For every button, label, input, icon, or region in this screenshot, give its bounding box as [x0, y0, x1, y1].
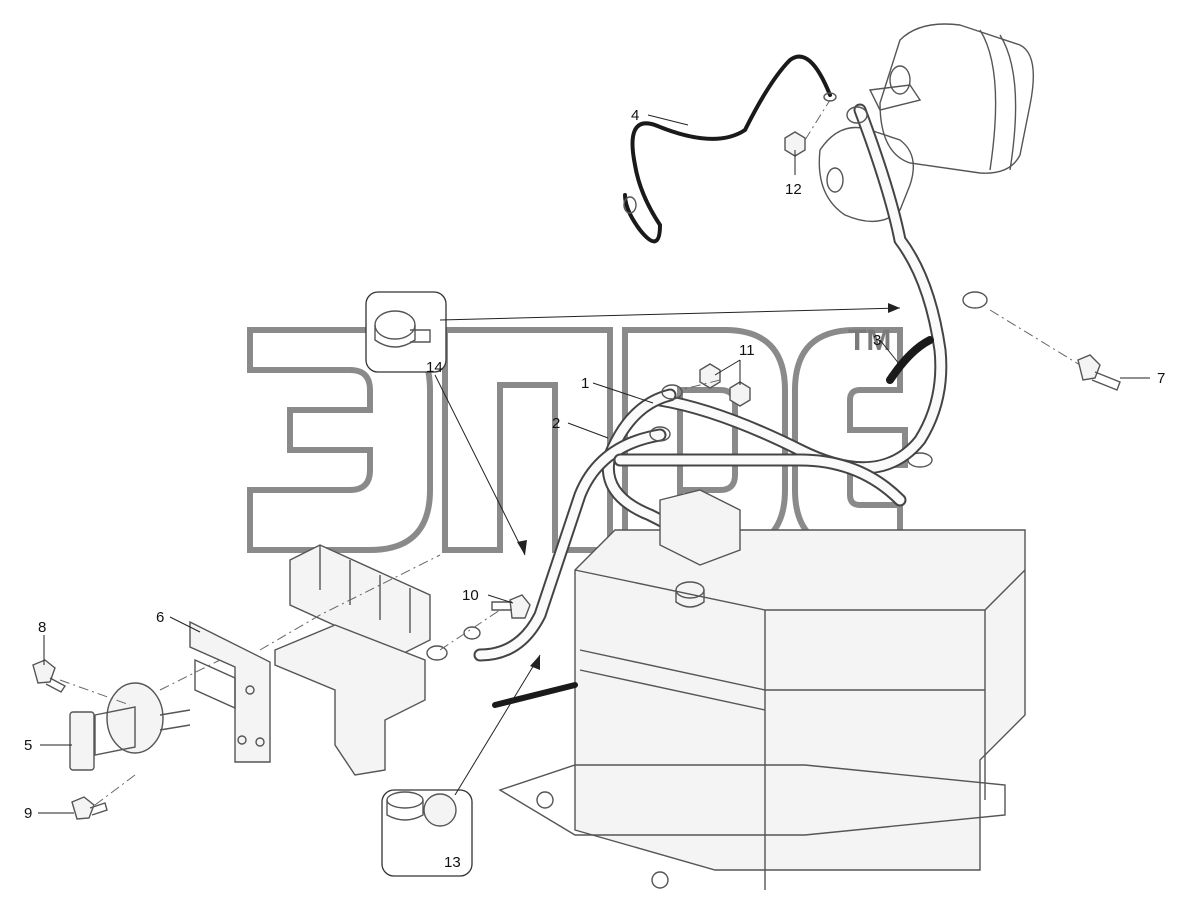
callout-10: 10: [462, 587, 479, 604]
callout-7: 7: [1157, 370, 1165, 387]
mounting-bracket: [189, 620, 271, 763]
trademark-mark: TM: [848, 324, 891, 357]
fuse-block: [274, 544, 431, 776]
callout-13: 13: [444, 854, 461, 871]
callout-1: 1: [581, 375, 589, 392]
callout-11: 11: [739, 342, 755, 359]
ring-terminals: [426, 92, 988, 661]
callout-2: 2: [552, 415, 560, 432]
bolt-9: [71, 796, 108, 820]
battery: [498, 452, 1026, 890]
starter-motor: [818, 23, 1035, 223]
callout-3: 3: [873, 332, 881, 349]
nuts: [699, 131, 806, 407]
bolt-10: [491, 594, 531, 619]
bolts: [32, 354, 1121, 820]
nut-12: [784, 131, 806, 157]
callout-4: 4: [631, 107, 639, 124]
callout-8: 8: [38, 619, 46, 636]
detail-arrows: [434, 303, 901, 796]
nut-11b: [729, 381, 751, 407]
bolt-7: [1077, 354, 1121, 391]
cables: [473, 54, 948, 708]
callout-14: 14: [426, 359, 443, 376]
callout-6: 6: [156, 609, 164, 626]
detail-13: [381, 789, 473, 877]
assembly-lines: [59, 99, 1081, 806]
callout-5: 5: [24, 737, 32, 754]
callout-labels: 1 2 3 4 5 6 7 8 9 10 11 12 13 14: [24, 107, 1165, 871]
leader-lines: [38, 114, 1150, 814]
detail-14: [365, 291, 447, 373]
battery-switch: [69, 682, 191, 771]
nut-11a: [699, 363, 721, 389]
bolt-8: [32, 659, 67, 693]
callout-12: 12: [785, 181, 802, 198]
callout-9: 9: [24, 805, 32, 822]
